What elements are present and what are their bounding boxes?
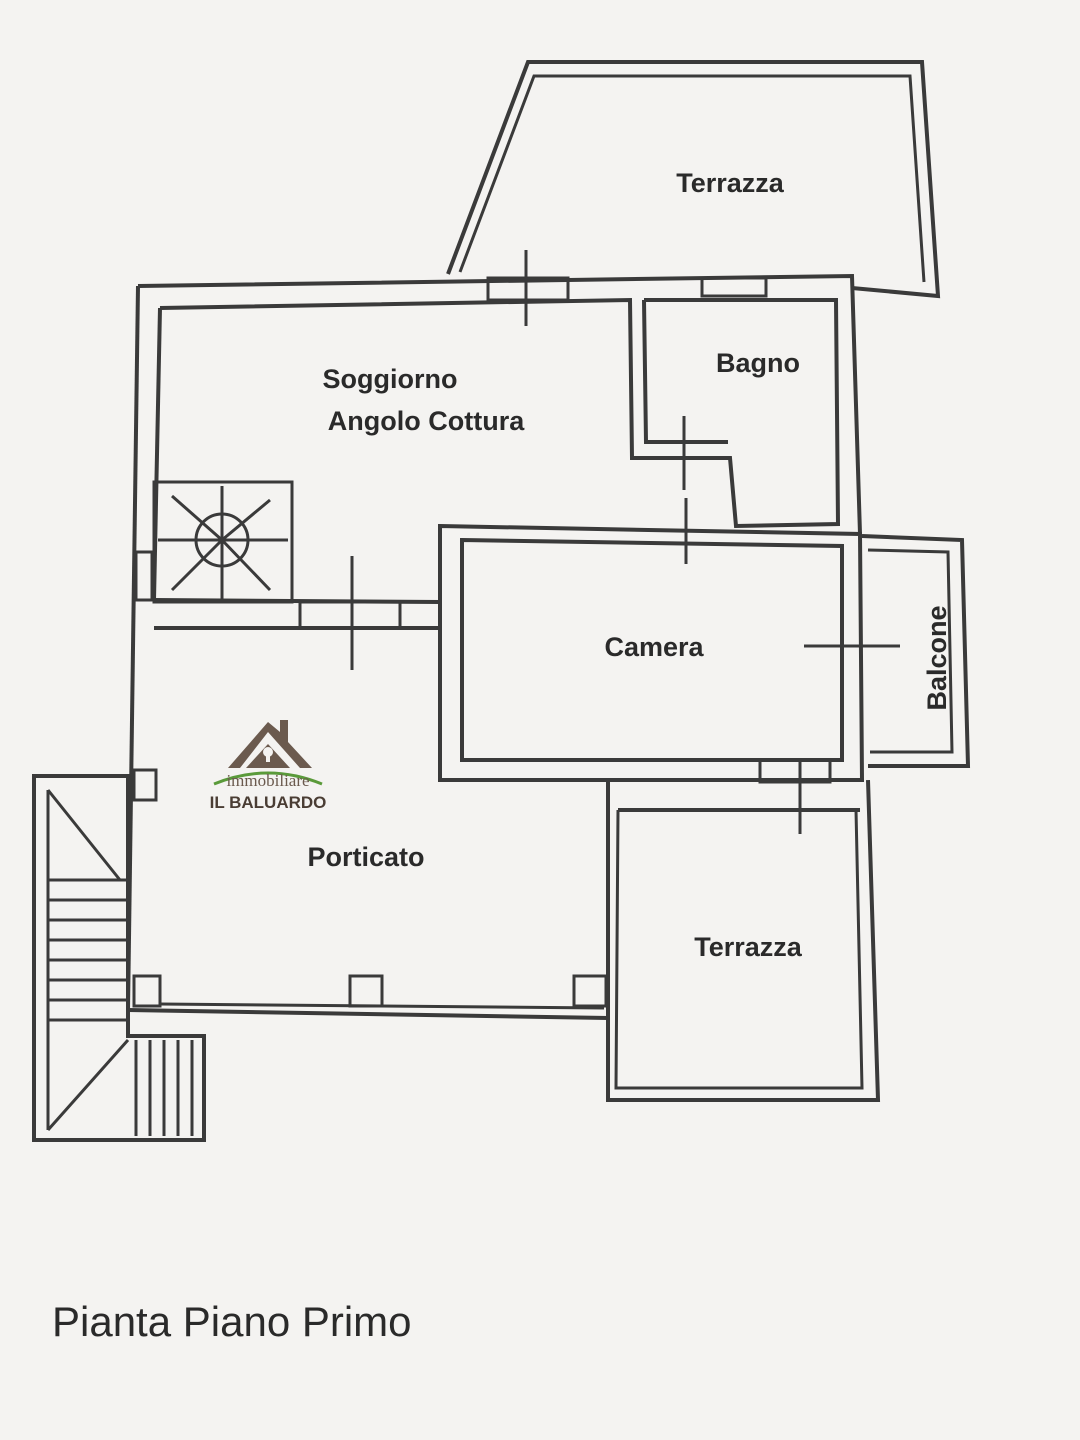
label-camera: Camera	[604, 632, 704, 662]
balcony-walls	[861, 534, 971, 768]
spiral-staircase	[158, 486, 288, 600]
label-soggiorno: Soggiorno	[323, 364, 458, 394]
house-icon	[228, 720, 312, 768]
building-outline	[126, 273, 862, 1011]
label-balcone: Balcone	[922, 605, 952, 710]
porch-walls	[127, 598, 609, 1020]
label-porticato: Porticato	[307, 842, 424, 872]
label-angolo-cottura: Angolo Cottura	[328, 406, 525, 436]
terrace-top-outline	[446, 60, 941, 299]
green-arc	[213, 771, 323, 786]
plan-caption: Pianta Piano Primo	[52, 1298, 412, 1345]
terrace-bottom-walls	[606, 779, 881, 1102]
label-bagno: Bagno	[716, 348, 800, 378]
logo-text-baluardo: IL BALUARDO	[210, 793, 327, 812]
label-terrazza-bottom: Terrazza	[694, 932, 803, 962]
door-markers	[134, 250, 900, 834]
agency-logo: immobiliare IL BALUARDO	[210, 720, 327, 812]
exterior-staircase	[32, 774, 206, 1142]
label-terrazza-top: Terrazza	[676, 168, 785, 198]
logo-text-immobiliare: immobiliare	[226, 771, 309, 790]
